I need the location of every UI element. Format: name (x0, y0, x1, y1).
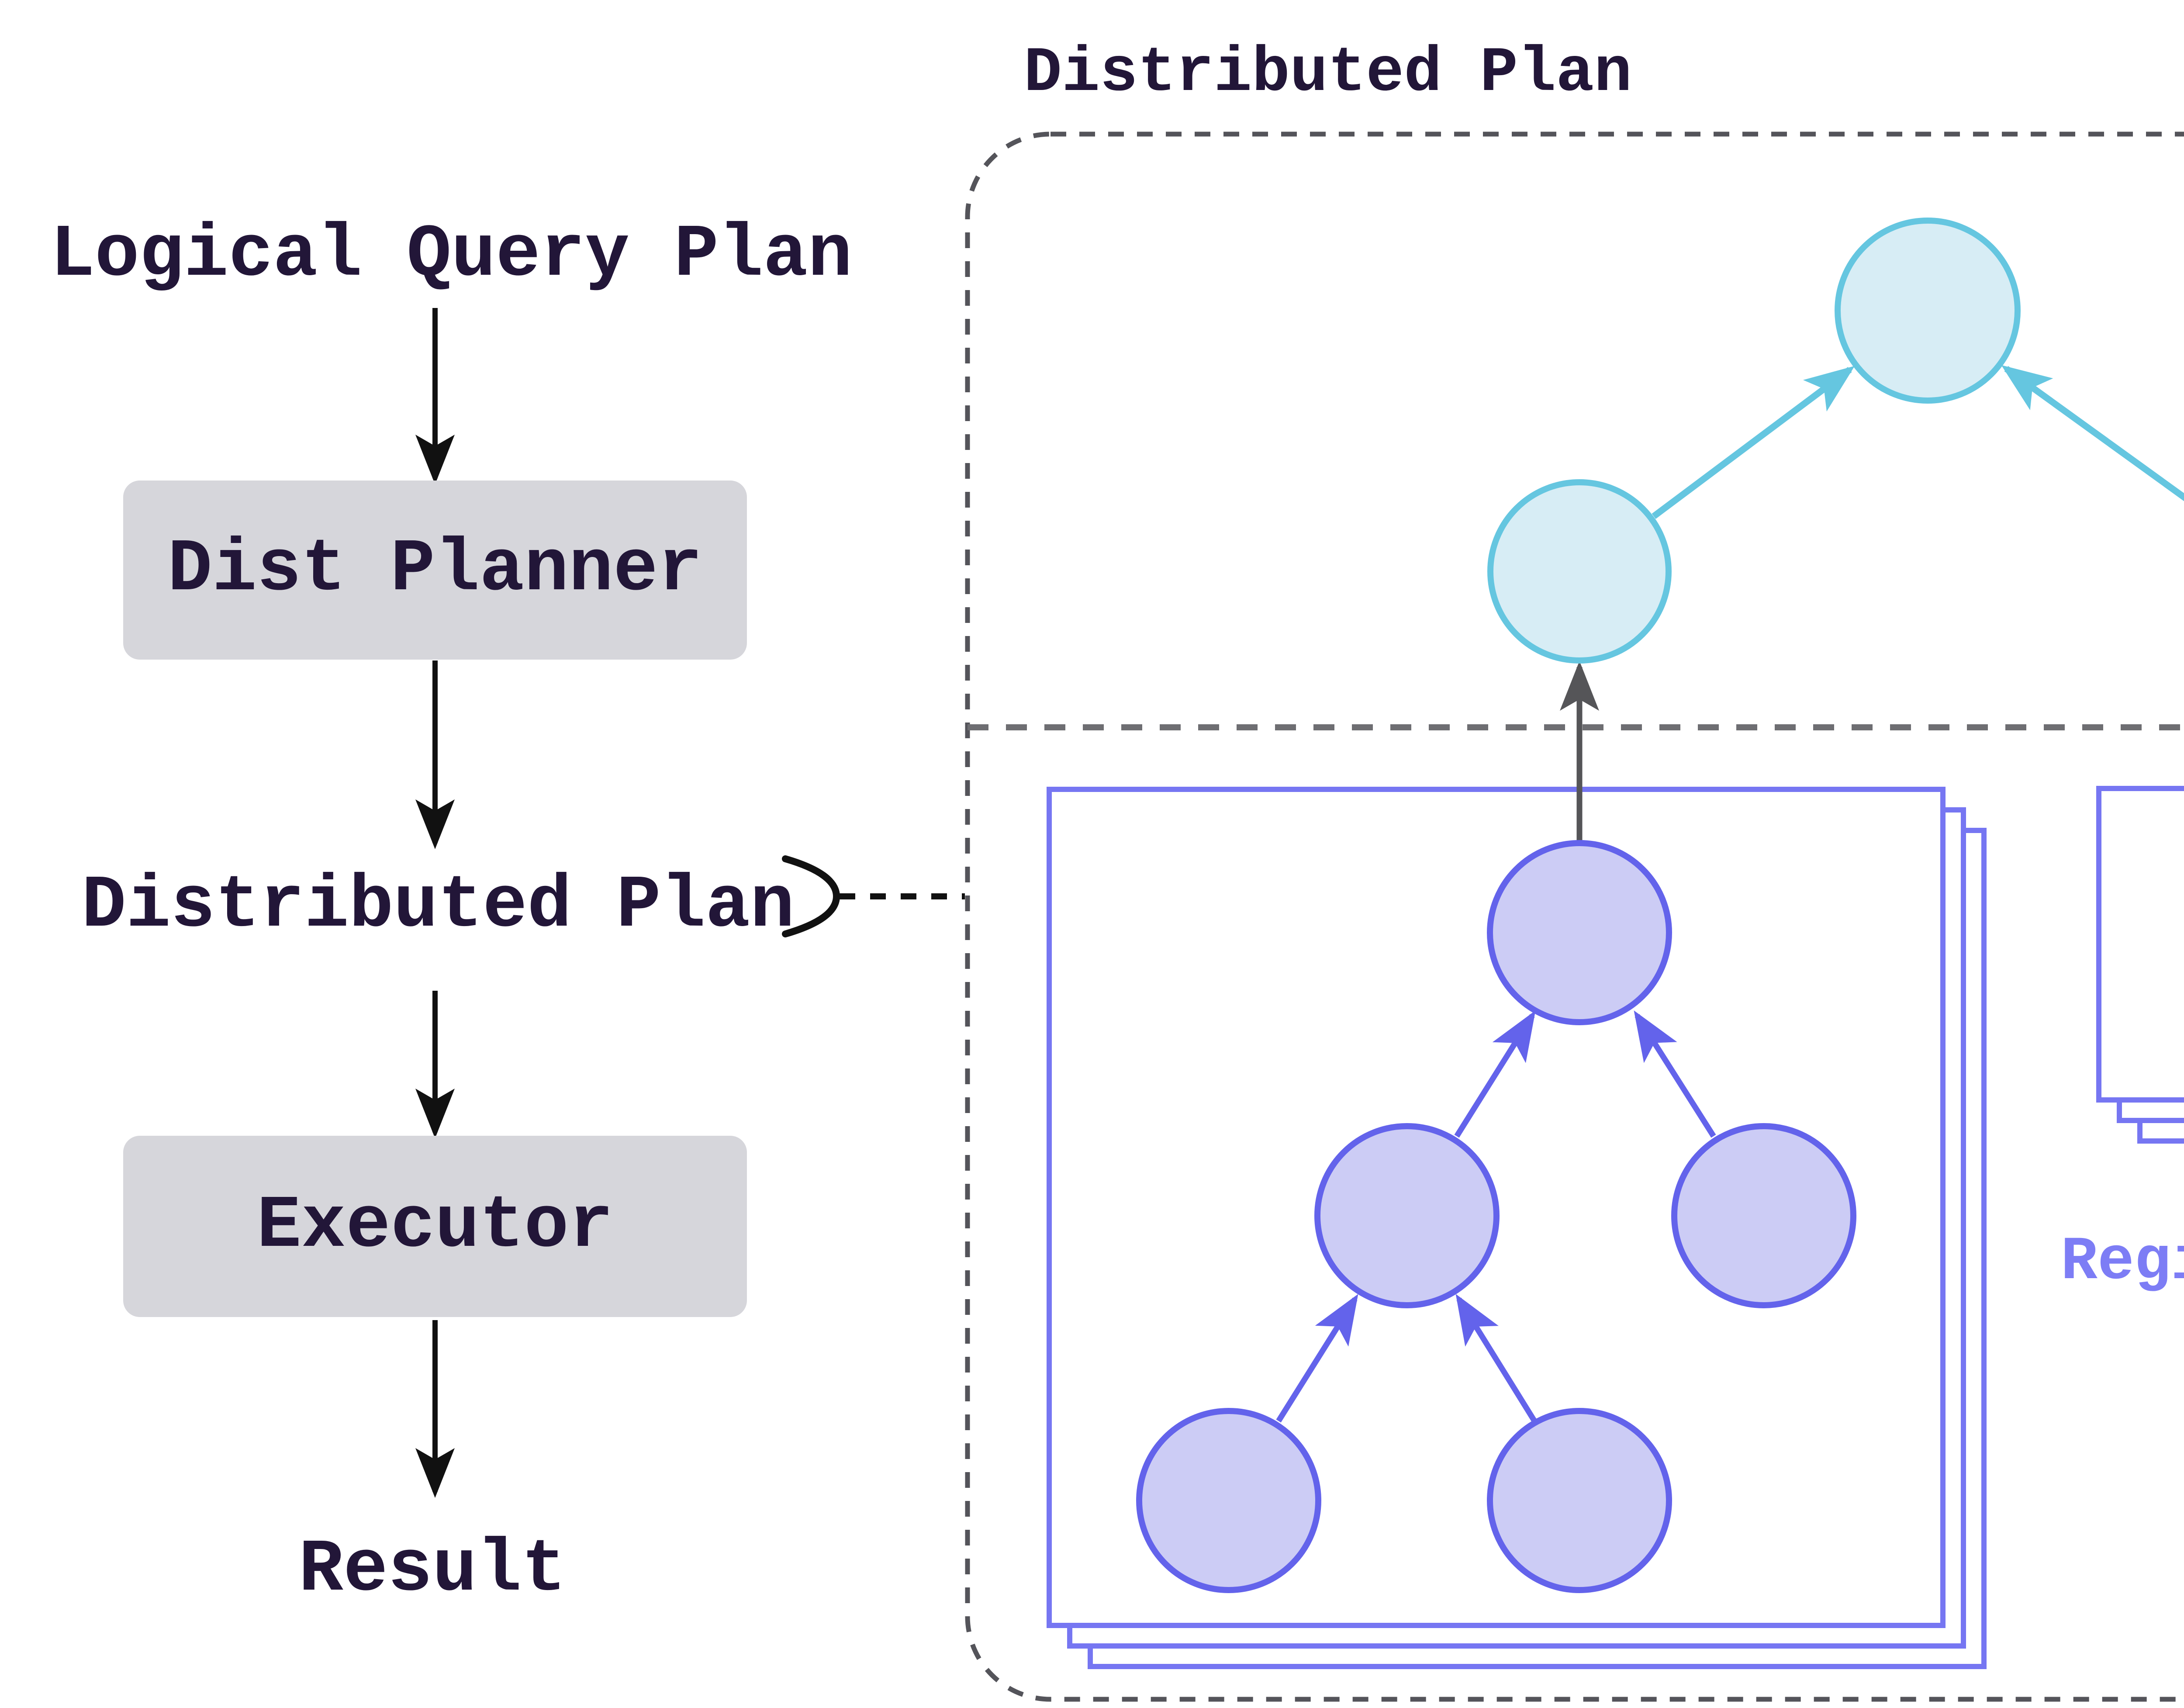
arrow-mid-to-root-icon (1454, 1010, 1536, 1138)
left-region-mid-left-node (1314, 1123, 1500, 1308)
executor-box: Executor (123, 1136, 747, 1317)
frontend-root-node (1835, 218, 2021, 404)
brace-icon (782, 855, 840, 937)
left-region-leaf-left-node (1136, 1408, 1321, 1593)
result-label: Result (298, 1528, 567, 1612)
arrow-frontend-left-to-root-icon (1652, 366, 1855, 519)
arrow-frontend-right-to-root-icon (2001, 365, 2184, 501)
left-region-mid-right-node (1671, 1123, 1856, 1308)
left-region-root-node (1487, 840, 1672, 1025)
dist-planner-box: Dist Planner (123, 481, 747, 660)
distributed-plan-label: Distributed Plan (81, 864, 795, 948)
executor-label: Executor (256, 1184, 614, 1269)
regions-label: Regions (2061, 1227, 2184, 1297)
panel-title: Distributed Plan (1024, 37, 1632, 109)
frontend-left-node (1487, 479, 1672, 664)
arrow-mid2-to-root-icon (1634, 1010, 1716, 1138)
right-region-stack-layer1 (2096, 786, 2184, 1103)
dist-planner-label: Dist Planner (167, 528, 703, 612)
left-region-leaf-right-node (1487, 1408, 1672, 1593)
logical-query-plan-label: Logical Query Plan (50, 213, 853, 297)
arrow-leaf1-to-mid-icon (1276, 1294, 1358, 1423)
arrow-leaf2-to-mid-icon (1455, 1294, 1537, 1423)
distributed-plan-panel-outline (965, 131, 2184, 1702)
